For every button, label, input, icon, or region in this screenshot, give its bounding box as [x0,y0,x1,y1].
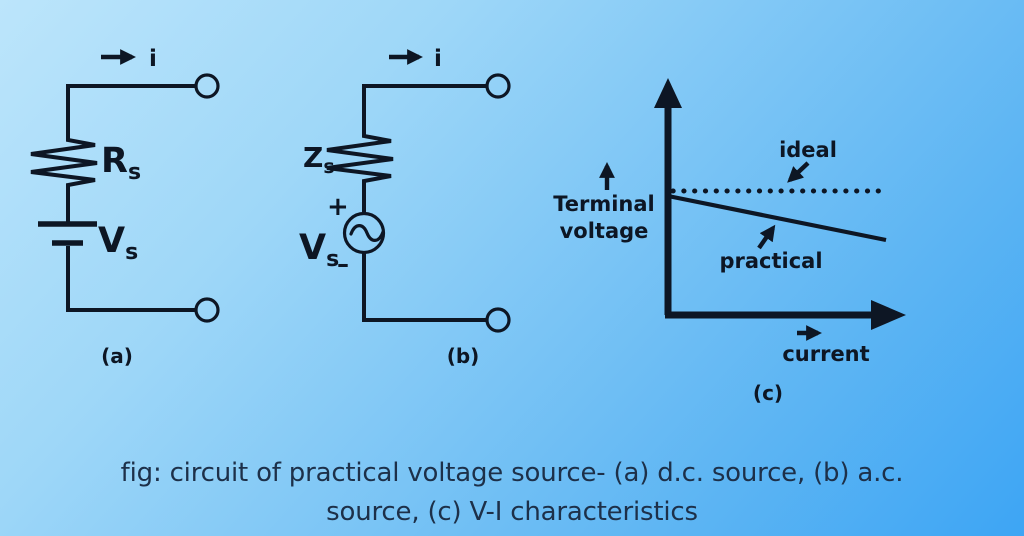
practical-annotation-arrow-icon [757,224,776,250]
current-label: i [434,46,442,72]
wire [362,84,487,135]
figure-caption: fig: circuit of practical voltage source… [0,454,1024,532]
polarity-plus-label: + [327,192,349,222]
impedance-label: Zs [303,141,335,178]
wire [66,84,196,140]
circuit-a: i Rs Vs (a) [30,46,220,368]
impedance-symbol [326,128,394,214]
ideal-series-label: ideal [779,138,837,162]
figure-caption-line1: fig: circuit of practical voltage source… [120,458,904,488]
y-axis-label-line1: Terminal [553,192,655,216]
subfigure-label-b: (b) [447,344,480,368]
subfigure-label-a: (a) [101,344,133,368]
practical-series-label: practical [719,249,822,273]
polarity-minus-label: – [337,250,349,278]
source-label: Vs [299,228,339,272]
practical-series-line [667,193,887,243]
y-axis-arrowhead-icon [654,78,682,108]
current-label: i [149,46,157,72]
sine-wave-icon [349,224,385,242]
y-axis-label-line2: voltage [560,219,649,243]
x-axis-arrowhead-icon [871,300,906,330]
terminal-node [194,297,220,323]
terminal-node [485,73,511,99]
resistor-symbol [30,132,98,222]
resistor-label: Rs [101,141,141,185]
terminal-node [485,307,511,333]
wire [362,253,487,322]
wire [66,246,196,312]
source-label: Vs [98,221,138,265]
x-axis-label: current [782,342,869,366]
ideal-annotation-arrow-icon [787,161,810,183]
circuit-b: i Zs + Vs – (b) [299,46,511,368]
vi-chart: ideal practical Terminal voltage current… [553,78,906,405]
subfigure-label-c: (c) [753,381,783,405]
terminal-node [194,73,220,99]
figure-caption-line2: source, (c) V-I characteristics [326,497,698,527]
